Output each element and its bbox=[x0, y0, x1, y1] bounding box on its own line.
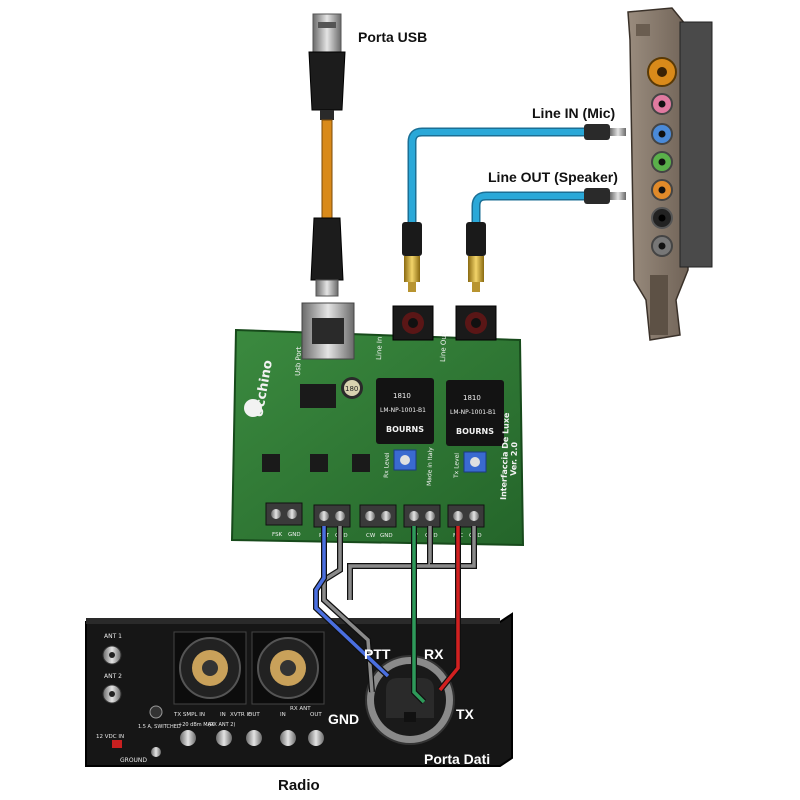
usb-cable bbox=[308, 13, 346, 297]
terminal-ptt[interactable] bbox=[313, 504, 351, 528]
board-version: Ver. 2.0 bbox=[509, 441, 519, 476]
xvtr-in-label: IN bbox=[220, 712, 226, 718]
interface-board: Ucchino Usb Port Line In Line Out 180 18… bbox=[230, 302, 525, 547]
power-label: 12 VDC IN bbox=[96, 734, 124, 740]
svg-text:LM-NP-1001-B1: LM-NP-1001-B1 bbox=[450, 409, 496, 416]
tx-smpl-label: TX SMPL IN bbox=[173, 712, 205, 718]
power-switch[interactable] bbox=[112, 740, 122, 748]
usb-port-label: Porta USB bbox=[358, 29, 427, 45]
fan-right bbox=[251, 631, 325, 705]
rx-ant2-label: (RX ANT 2) bbox=[208, 722, 235, 728]
rx-in-label: IN bbox=[280, 712, 286, 718]
line-out-cable bbox=[466, 188, 626, 292]
tx-smpl-connector[interactable] bbox=[180, 730, 196, 746]
svg-text:BOURNS: BOURNS bbox=[456, 427, 494, 436]
svg-text:LM-NP-1001-B1: LM-NP-1001-B1 bbox=[380, 407, 426, 414]
terminal-rf[interactable] bbox=[403, 504, 441, 528]
wires bbox=[313, 526, 477, 705]
smpl-max-label: +20 dBm MAX bbox=[178, 722, 215, 728]
made-in-silkscreen: Made in Italy bbox=[426, 447, 434, 486]
svg-text:GND: GND bbox=[288, 532, 301, 538]
radio-rear-panel: ANT 1 ANT 2 12 VDC IN GROUND 1.5 A, SWIT… bbox=[85, 612, 513, 767]
ant2-label: ANT 2 bbox=[104, 673, 122, 680]
svg-text:GND: GND bbox=[380, 533, 393, 539]
svg-text:180: 180 bbox=[345, 385, 358, 393]
inductor: 180 bbox=[341, 377, 363, 399]
line-in-cable bbox=[402, 124, 626, 292]
line-out-label: Line OUT (Speaker) bbox=[488, 169, 618, 185]
radio-label: Radio bbox=[278, 777, 320, 794]
board-subtitle: Interfaccia De Luxe bbox=[499, 412, 511, 500]
terminal-mic[interactable] bbox=[447, 504, 485, 528]
data-port-din[interactable] bbox=[365, 655, 455, 745]
svg-text:1810: 1810 bbox=[393, 392, 411, 400]
svg-text:1810: 1810 bbox=[463, 394, 481, 402]
opto-2 bbox=[310, 454, 328, 472]
rx-ant-label: RX ANT bbox=[290, 706, 311, 712]
transformer-rx: 1810 LM-NP-1001-B1 BOURNS bbox=[376, 378, 434, 444]
data-port-label: Porta Dati bbox=[424, 751, 490, 767]
xvtr-in-connector[interactable] bbox=[216, 730, 232, 746]
transformer-tx: 1810 LM-NP-1001-B1 BOURNS bbox=[446, 380, 504, 446]
usb-chip bbox=[300, 384, 336, 408]
fuse-label: 1.5 A, SWITCHED bbox=[138, 724, 181, 730]
rx-level-silkscreen: Rx Level bbox=[383, 452, 391, 478]
fan-left bbox=[173, 631, 247, 705]
ant1-label: ANT 1 bbox=[104, 633, 122, 640]
rx-in-connector[interactable] bbox=[280, 730, 296, 746]
svg-text:FSK: FSK bbox=[272, 532, 283, 538]
tx-pin-label: TX bbox=[456, 706, 475, 722]
opto-3 bbox=[352, 454, 370, 472]
terminal-cw[interactable] bbox=[359, 504, 397, 528]
rx-pin-label: RX bbox=[424, 646, 444, 662]
line-out-silkscreen: Line Out bbox=[439, 332, 448, 362]
svg-text:CW: CW bbox=[366, 533, 376, 539]
sound-card bbox=[627, 7, 713, 341]
ground-screw[interactable] bbox=[151, 747, 161, 757]
rx-out-label: OUT bbox=[310, 712, 322, 718]
xvtr-out-label: OUT bbox=[248, 712, 260, 718]
line-in-label: Line IN (Mic) bbox=[532, 105, 615, 121]
line-in-silkscreen: Line In bbox=[375, 336, 384, 360]
usb-port-silkscreen: Usb Port bbox=[294, 346, 303, 376]
opto-1 bbox=[262, 454, 280, 472]
svg-text:BOURNS: BOURNS bbox=[386, 425, 424, 434]
terminal-fsk[interactable] bbox=[265, 502, 303, 526]
xvtr-out-connector[interactable] bbox=[246, 730, 262, 746]
tx-level-silkscreen: Tx Level bbox=[453, 453, 461, 480]
ptt-pin-label: PTT bbox=[364, 646, 391, 662]
rx-out-connector[interactable] bbox=[308, 730, 324, 746]
ground-label: GROUND bbox=[120, 757, 147, 764]
fuse-holder[interactable] bbox=[149, 705, 163, 719]
xvtr-if-label: XVTR IF bbox=[230, 712, 251, 718]
terminal-blocks bbox=[265, 502, 485, 528]
gnd-pin-label: GND bbox=[328, 711, 359, 727]
